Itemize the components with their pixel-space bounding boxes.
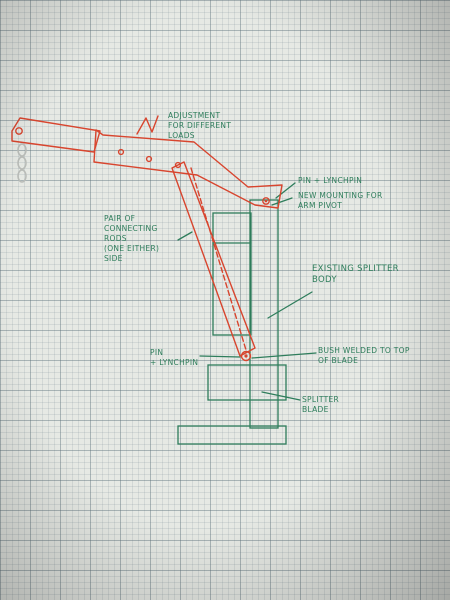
- label-pin-lynchpin-top: PIN + LYNCHPIN: [298, 176, 363, 185]
- leader-new-mounting: [271, 197, 293, 206]
- label-connecting-rods: PAIR OF CONNECTING RODS (ONE EITHER) SID…: [104, 214, 160, 263]
- splitter-base-plate: [177, 425, 287, 445]
- label-adjustment: ADJUSTMENT FOR DIFFERENT LOADS: [168, 111, 232, 140]
- splitter-body-inner-plate: [212, 212, 252, 336]
- splitter-body-outer: [249, 199, 279, 429]
- leader-splitter-body: [267, 291, 313, 319]
- lower-pin-center: [244, 354, 248, 358]
- adjust-hole-1: [117, 148, 125, 156]
- label-pin-lynchpin-bottom: PIN + LYNCHPIN: [150, 348, 199, 367]
- lower-pin-hole: [240, 350, 252, 362]
- adjustment-pointer: [136, 115, 159, 135]
- leader-pin-lynchpin-bottom: [199, 355, 241, 358]
- label-new-mounting: NEW MOUNTING FOR ARM PIVOT: [298, 191, 383, 210]
- pivot-pin-center: [264, 199, 268, 203]
- splitter-blade-block: [207, 364, 287, 401]
- leader-bush-welded: [251, 352, 317, 359]
- adjust-hole-2: [145, 155, 153, 163]
- leader-connecting-rods: [177, 231, 193, 241]
- arm-extension: [11, 117, 101, 153]
- chain-links: [17, 143, 27, 183]
- leader-splitter-blade: [261, 391, 301, 401]
- label-splitter-blade: SPLITTER BLADE: [302, 395, 340, 414]
- label-bush-welded: BUSH WELDED TO TOP OF BLADE: [318, 346, 410, 365]
- leader-pin-top: [275, 182, 296, 199]
- label-splitter-body: EXISTING SPLITTER BODY: [312, 264, 399, 285]
- main-lever-arm: [93, 129, 283, 209]
- arm-pivot-pin: [262, 197, 270, 205]
- adjust-hole-3: [174, 161, 182, 169]
- arm-end-hole: [15, 127, 23, 135]
- connecting-rod-rear: [190, 167, 247, 351]
